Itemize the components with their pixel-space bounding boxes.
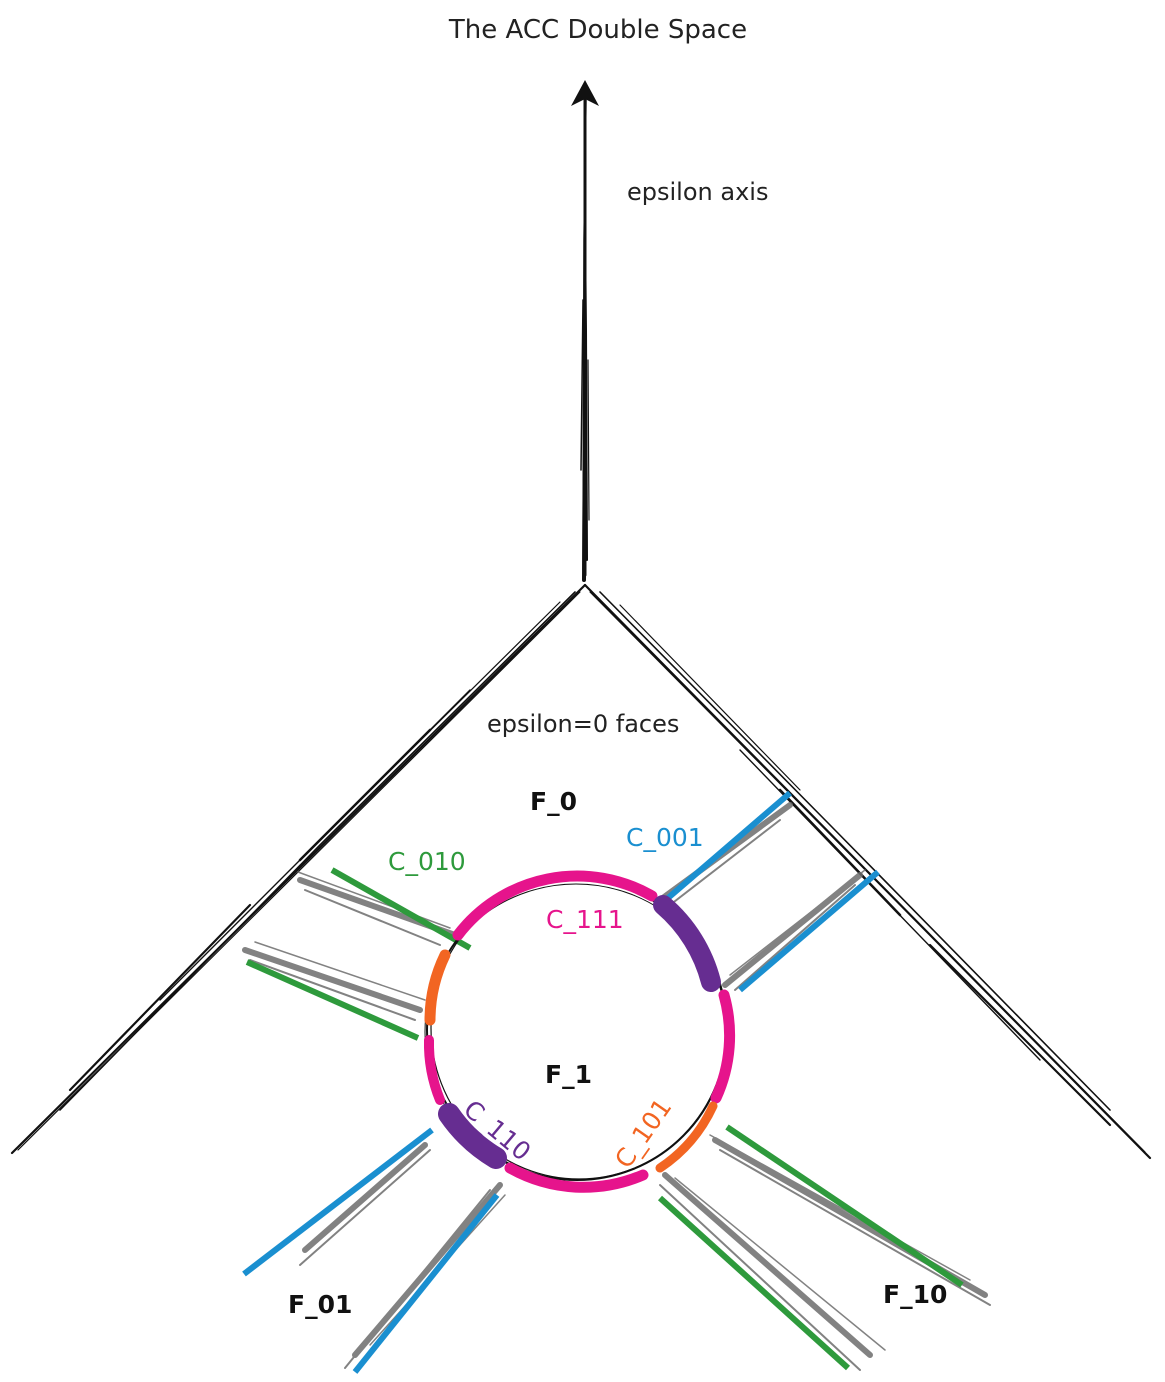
face-f10-label: F_10 bbox=[883, 1280, 947, 1309]
blue-line-upper-right-1 bbox=[666, 790, 792, 901]
cell-c111-label: C_111 bbox=[546, 905, 624, 934]
face-f01-label: F_01 bbox=[288, 1290, 352, 1319]
boundary-lines bbox=[242, 790, 964, 1374]
green-line-upper-left-2 bbox=[245, 959, 420, 1041]
green-line-lower-right-2 bbox=[657, 1195, 851, 1371]
arc-c110-purple bbox=[438, 1103, 507, 1169]
green-line-lower-right-1 bbox=[725, 1124, 964, 1288]
epsilon-axis-arrowhead-icon bbox=[571, 80, 599, 106]
face-f1-label: F_1 bbox=[545, 1060, 592, 1089]
arc-magenta-bottom bbox=[504, 1162, 649, 1193]
arc-c101-orange bbox=[655, 1101, 718, 1173]
blue-line-lower-left-1 bbox=[242, 1127, 434, 1277]
left-face-boundary bbox=[10, 583, 587, 1155]
arc-purple-upper-right bbox=[653, 895, 721, 992]
green-line-upper-left-1 bbox=[330, 867, 472, 951]
arc-magenta-right bbox=[710, 989, 736, 1104]
arc-orange-left bbox=[424, 949, 451, 1026]
blue-line-upper-right-2 bbox=[738, 869, 880, 993]
arc-magenta-left bbox=[423, 1035, 445, 1105]
diagram-title: The ACC Double Space bbox=[448, 15, 747, 45]
face-f0-label: F_0 bbox=[530, 787, 577, 816]
epsilon-axis bbox=[580, 93, 590, 582]
epsilon-axis-label: epsilon axis bbox=[627, 178, 768, 206]
arc-c111-magenta bbox=[452, 870, 658, 941]
epsilon-zero-faces-label: epsilon=0 faces bbox=[487, 710, 679, 738]
cell-c010-label: C_010 bbox=[388, 847, 466, 876]
cell-c001-label: C_001 bbox=[626, 823, 704, 852]
sketch-strokes bbox=[242, 802, 991, 1371]
blue-line-lower-left-2 bbox=[352, 1193, 500, 1374]
circle-arcs bbox=[423, 870, 736, 1193]
right-face-boundary bbox=[583, 583, 1152, 1160]
